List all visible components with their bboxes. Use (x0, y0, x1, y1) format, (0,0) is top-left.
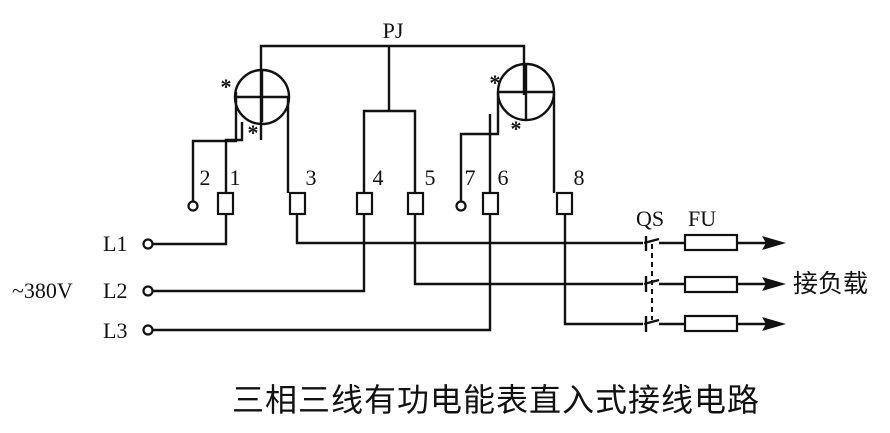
diagram-title: 三相三线有功电能表直入式接线电路 (232, 381, 760, 419)
polarity-mark: * (221, 74, 232, 99)
load-label: 接负载 (793, 269, 868, 298)
line-label-l1: L1 (103, 231, 127, 256)
out-wire-1 (295, 214, 643, 245)
terminal-number: 2 (200, 165, 211, 190)
voltage-label: ~380V (12, 278, 73, 303)
l2-wire (153, 214, 366, 293)
terminal-number: 5 (425, 165, 436, 190)
output-arrows (737, 236, 786, 331)
fuse-3 (683, 314, 739, 333)
terminal-7-open (455, 200, 467, 212)
terminal-5 (406, 191, 425, 216)
terminal-4 (355, 191, 374, 216)
element-1-current-out (224, 122, 244, 193)
terminal-8 (555, 191, 574, 216)
knife-switch-qs (643, 236, 685, 332)
out-wire-2 (413, 214, 643, 286)
line-label-l2: L2 (103, 278, 127, 303)
l1-input-terminal (142, 238, 154, 250)
out-wire-3 (563, 214, 643, 326)
polarity-mark: * (490, 70, 501, 95)
polarity-mark: * (511, 116, 522, 141)
l3-wire (153, 214, 492, 332)
switch-label: QS (636, 206, 664, 231)
element-1-current-in (191, 92, 238, 202)
fuse-1 (683, 233, 739, 252)
line-label-l3: L3 (103, 318, 127, 343)
terminal-number: 1 (230, 165, 241, 190)
l2-input-terminal (142, 285, 154, 297)
fuse-2 (683, 275, 739, 294)
terminal-number: 8 (574, 165, 585, 190)
meter-top-bus (259, 44, 526, 140)
meter-label: PJ (383, 18, 404, 43)
terminal-1 (216, 191, 235, 216)
terminal-number: 7 (465, 165, 476, 190)
terminal-3 (288, 191, 307, 216)
polarity-mark: * (248, 120, 259, 145)
terminal-6 (481, 191, 500, 216)
l3-input-terminal (142, 324, 154, 336)
meter-element-1: * * (221, 68, 291, 145)
terminal-number: 6 (498, 165, 509, 190)
meter-center-stem (362, 46, 417, 193)
l1-wire (153, 214, 228, 246)
element-2-current-in (459, 92, 500, 202)
terminal-number: 3 (306, 165, 317, 190)
terminal-number: 4 (373, 165, 384, 190)
fuse-label: FU (688, 206, 716, 231)
terminal-2-open (187, 200, 199, 212)
